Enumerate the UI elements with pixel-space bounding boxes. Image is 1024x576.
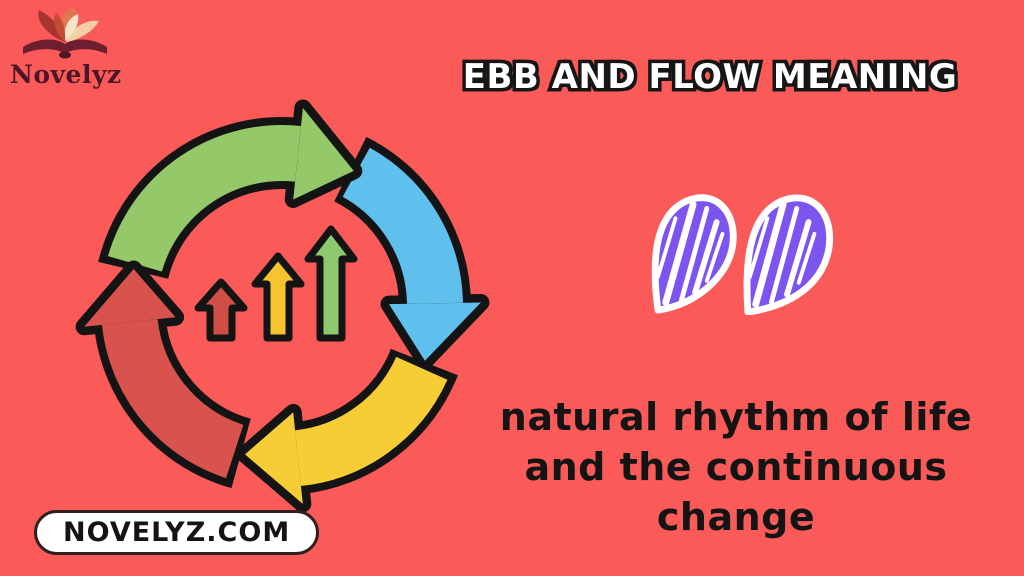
green-ring-arrow bbox=[98, 99, 363, 280]
open-book-icon bbox=[23, 7, 107, 59]
red-ring-arrow bbox=[75, 260, 252, 489]
cycle-diagram bbox=[62, 88, 490, 513]
blue-ring-arrow bbox=[333, 136, 490, 370]
brand-name: Novelyz bbox=[10, 60, 122, 89]
definition-text: natural rhythm of life and the continuou… bbox=[480, 392, 992, 542]
novelyz-logo: Novelyz bbox=[10, 6, 122, 89]
medium-up-arrow bbox=[251, 252, 305, 342]
circular-arrows-cycle-icon bbox=[75, 99, 490, 513]
website-badge: NOVELYZ.COM bbox=[34, 510, 320, 555]
page-title: EBB AND FLOW MEANING bbox=[459, 54, 960, 101]
double-quotes-icon bbox=[648, 183, 838, 316]
definition-line-2: and the continuous bbox=[524, 445, 948, 489]
definition-line-3: change bbox=[656, 495, 816, 539]
small-up-arrow bbox=[194, 278, 248, 342]
yellow-ring-arrow bbox=[236, 347, 458, 513]
definition-line-1: natural rhythm of life bbox=[499, 395, 973, 439]
large-up-arrow bbox=[304, 225, 358, 342]
